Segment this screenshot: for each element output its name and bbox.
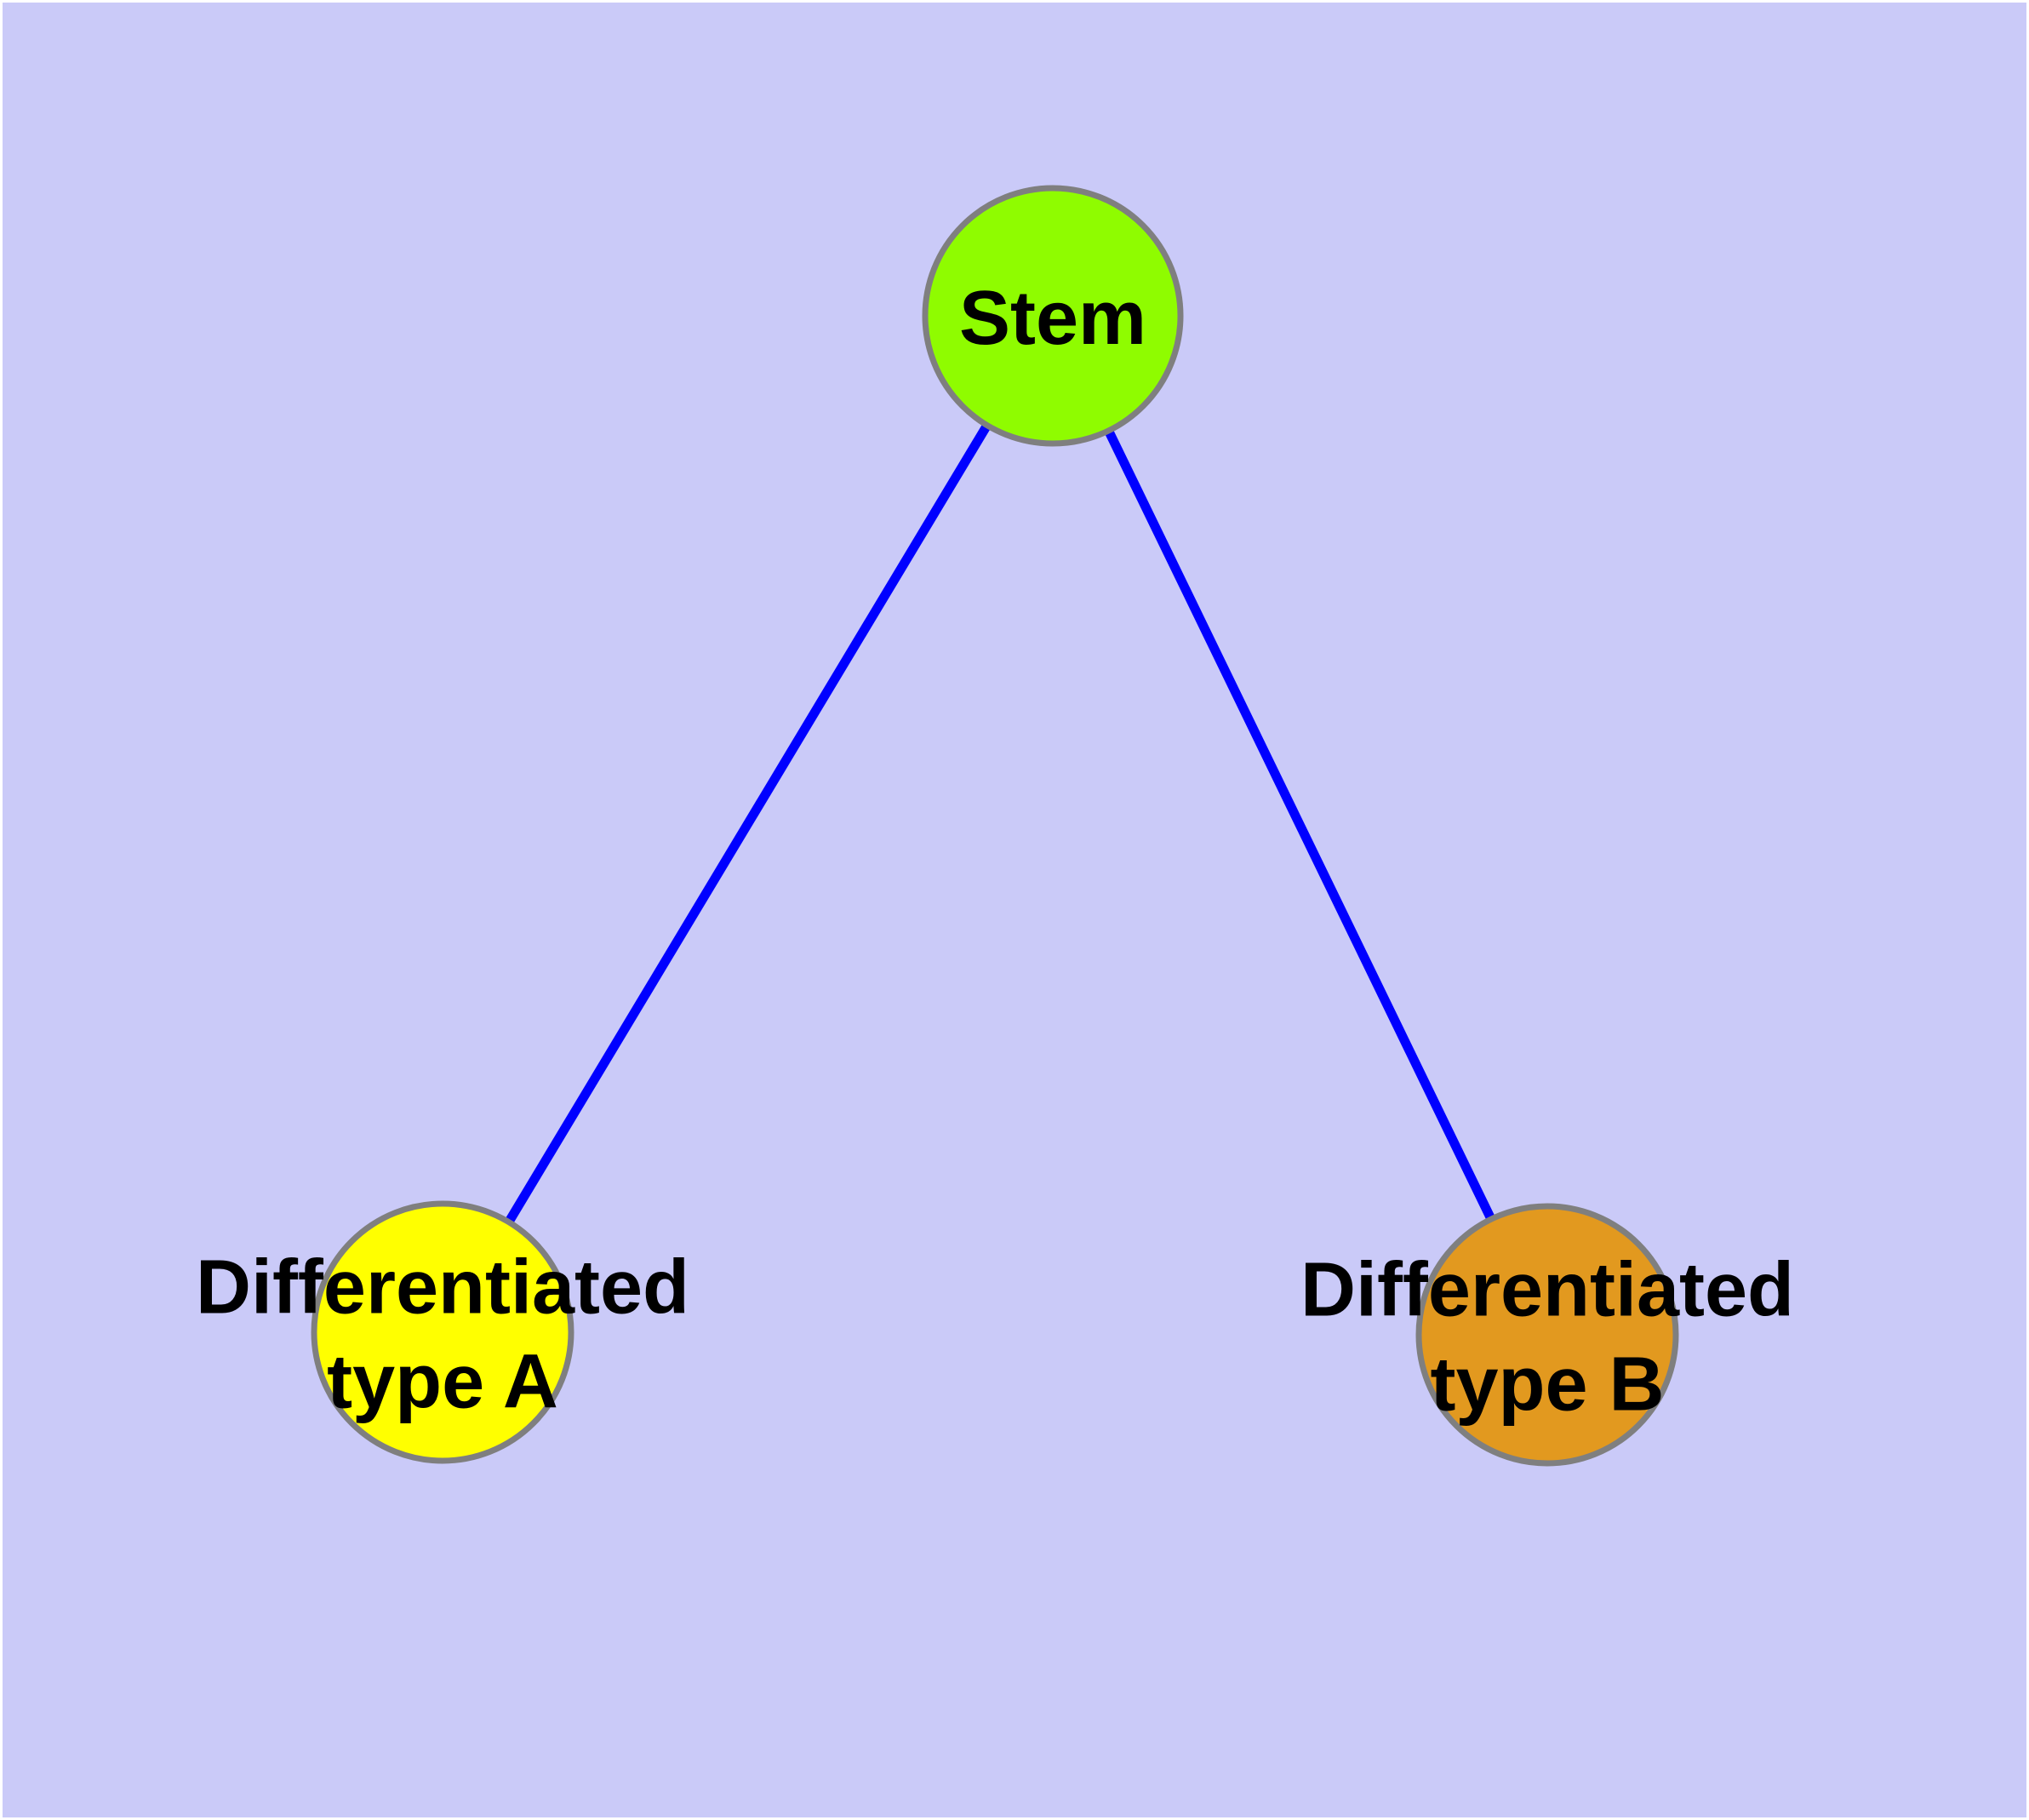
node-circle-stem <box>922 185 1184 447</box>
edge-stem-type-b <box>1049 313 1552 1337</box>
edge-stem-type-a <box>438 313 1057 1335</box>
node-stem: Stem <box>922 185 1184 447</box>
node-label-stem: Stem <box>959 276 1146 361</box>
node-circle-type-b <box>1415 1203 1679 1467</box>
edges-layer <box>438 313 1552 1337</box>
node-circle-type-a <box>311 1200 574 1464</box>
